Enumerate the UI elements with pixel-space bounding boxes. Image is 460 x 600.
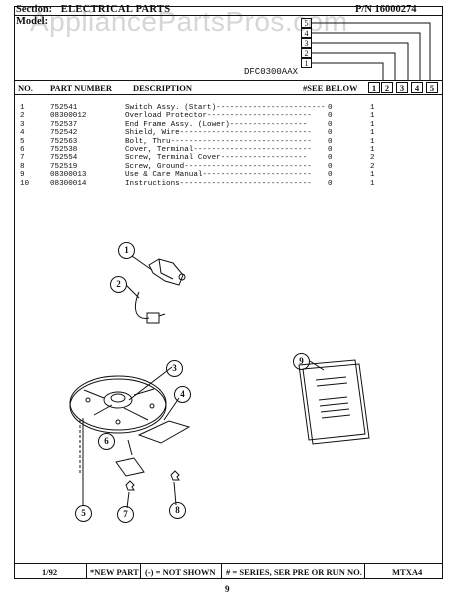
model-label: Model: [16, 16, 49, 27]
row-qty: 1 [370, 171, 375, 180]
column-header-bottom-rule [14, 94, 443, 95]
row-qty: 2 [370, 154, 375, 163]
row-code: 0 [328, 129, 333, 138]
footer-separator [86, 564, 87, 578]
row-code: 0 [328, 171, 333, 180]
row-part-number: 08300014 [50, 179, 87, 188]
row-part-number: 752519 [50, 162, 78, 171]
header-divider [14, 15, 443, 16]
footer-new-part: *NEW PART [90, 567, 139, 577]
row-description: Use & Care Manual-----------------------… [125, 171, 312, 180]
row-qty: 1 [370, 137, 375, 146]
see-col-2: 2 [381, 82, 393, 93]
stack-box-2: 2 [301, 48, 312, 58]
row-qty: 1 [370, 112, 375, 121]
row-no: 3 [20, 120, 25, 129]
footer-separator [364, 564, 365, 578]
row-part-number: 752554 [50, 154, 78, 163]
row-no: 5 [20, 137, 25, 146]
row-part-number: 08300013 [50, 171, 87, 180]
callout-9: 9 [293, 353, 310, 370]
section-value: ELECTRICAL PARTS [60, 4, 171, 15]
section-label: Section: [16, 4, 53, 15]
row-description: Cover, Terminal-------------------------… [125, 145, 312, 154]
row-qty: 2 [370, 162, 375, 171]
row-qty: 1 [370, 120, 375, 129]
column-header-top-rule [14, 80, 443, 81]
row-code: 0 [328, 179, 333, 188]
part-number-header: P/N 16000274 [355, 4, 417, 15]
col-no: NO. [18, 83, 33, 93]
row-part-number: 752542 [50, 129, 78, 138]
row-code: 0 [328, 104, 333, 112]
row-no: 10 [20, 179, 30, 188]
exploded-parts-diagram [69, 255, 370, 509]
callout-3: 3 [166, 360, 183, 377]
footer-series: # = SERIES, SER PRE OR RUN NO. [226, 567, 362, 577]
footer-date: 1/92 [42, 567, 58, 577]
footer-separator [140, 564, 141, 578]
footer-code: MTXA4 [392, 567, 423, 577]
parts-sheet [14, 6, 443, 579]
row-code: 0 [328, 120, 333, 129]
row-description: End Frame Assy. (Lower)----------------- [125, 120, 308, 129]
series-bracket-lines [312, 22, 431, 81]
row-no: 2 [20, 112, 25, 121]
watermark: AppliancePartsPros.com [30, 6, 348, 37]
row-no: 8 [20, 162, 25, 171]
model-code: DFC0300AAX [244, 67, 299, 77]
row-description: Overload Protector----------------------… [125, 112, 312, 121]
row-description: Bolt, Thru------------------------------… [125, 137, 312, 146]
row-part-number: 752537 [50, 120, 78, 129]
row-code: 0 [328, 162, 333, 171]
row-no: 7 [20, 154, 25, 163]
callout-2: 2 [110, 276, 127, 293]
row-description: Screw, Ground---------------------------… [125, 162, 312, 171]
see-col-4: 4 [411, 82, 423, 93]
row-no: 6 [20, 145, 25, 154]
callout-1: 1 [118, 242, 135, 259]
row-code: 0 [328, 145, 333, 154]
row-qty: 1 [370, 145, 375, 154]
row-part-number: 752538 [50, 145, 78, 154]
see-col-3: 3 [396, 82, 408, 93]
row-code: 0 [328, 154, 333, 163]
row-part-number: 752563 [50, 137, 78, 146]
row-code: 0 [328, 137, 333, 146]
col-see-below: #SEE BELOW [303, 83, 358, 93]
row-code: 0 [328, 112, 333, 121]
row-no: 4 [20, 129, 25, 138]
callout-5: 5 [75, 505, 92, 522]
stack-box-3: 3 [301, 38, 312, 48]
callout-6: 6 [98, 433, 115, 450]
row-part-number: 752541 [50, 104, 78, 112]
stack-box-4: 4 [301, 28, 312, 38]
row-description: Instructions----------------------------… [125, 179, 312, 188]
row-qty: 1 [370, 104, 375, 112]
row-description: Screw, Terminal Cover------------------- [125, 154, 308, 163]
row-qty: 1 [370, 129, 375, 138]
stack-box-5: 5 [301, 18, 312, 28]
row-no: 9 [20, 171, 25, 180]
callout-8: 8 [169, 502, 186, 519]
page-number: 9 [225, 584, 230, 594]
row-description: Switch Assy. (Start)--------------------… [125, 104, 326, 112]
row-qty: 1 [370, 179, 375, 188]
footer-bar: 1/92 *NEW PART (-) = NOT SHOWN # = SERIE… [14, 563, 443, 579]
callout-7: 7 [117, 506, 134, 523]
see-col-1: 1 [368, 82, 380, 93]
row-part-number: 08300012 [50, 112, 87, 121]
row-no: 1 [20, 104, 25, 112]
callout-4: 4 [174, 386, 191, 403]
footer-not-shown: (-) = NOT SHOWN [145, 567, 216, 577]
see-col-5: 5 [426, 82, 438, 93]
col-description: DESCRIPTION [133, 83, 193, 93]
stack-box-1: 1 [301, 58, 312, 68]
section-title: Section: ELECTRICAL PARTS [16, 4, 170, 15]
row-description: Shield, Wire----------------------------… [125, 129, 312, 138]
col-part-number: PART NUMBER [50, 83, 112, 93]
footer-separator [221, 564, 222, 578]
